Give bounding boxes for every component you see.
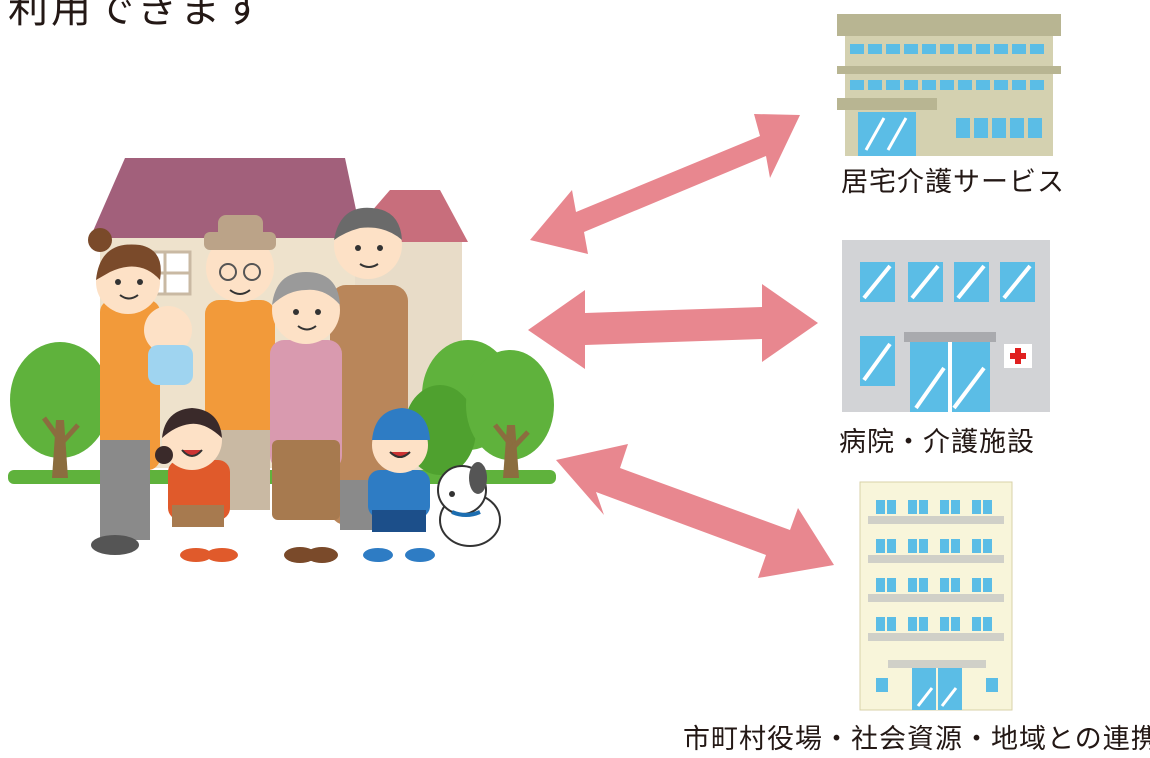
- girl: [155, 408, 238, 562]
- main-roof: [90, 158, 362, 238]
- double-arrow-home-care: [530, 114, 800, 254]
- left-tree: [10, 342, 110, 478]
- partial-page-title: 利用できます: [8, 0, 266, 32]
- right-tree: [466, 350, 554, 478]
- apartment-building-icon: [859, 481, 1013, 711]
- hospital-care-facility-label: 病院・介護施設: [839, 427, 1035, 458]
- grandmother: [270, 272, 342, 563]
- mother-with-baby: [88, 228, 193, 555]
- home-care-service-label: 居宅介護サービス: [841, 167, 1065, 198]
- dog: [437, 462, 501, 547]
- family-home-illustration: [8, 158, 556, 563]
- double-arrow-hospital: [528, 284, 818, 369]
- municipal-community-label: 市町村役場・社会資源・地域との連携: [683, 724, 1150, 755]
- hospital-icon: [842, 240, 1050, 412]
- office-building-icon: [837, 14, 1061, 156]
- double-arrow-municipal: [556, 444, 834, 578]
- boy-with-cap: [363, 408, 435, 562]
